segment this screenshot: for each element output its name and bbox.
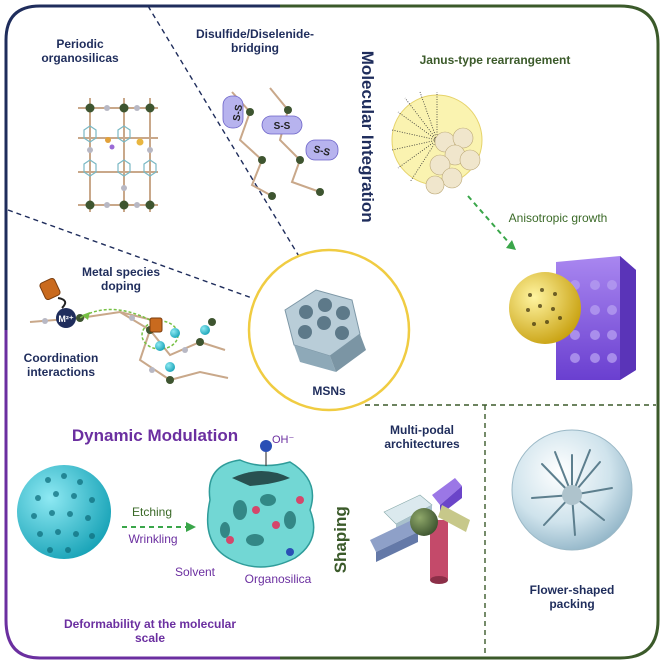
wrinkling-label: Wrinkling <box>128 532 178 546</box>
organosilica-label: Organosilica <box>244 572 312 586</box>
deformability-label: Deformability at the molecular scale <box>63 617 237 645</box>
ss-bond-3 <box>305 139 339 161</box>
metal-ion <box>56 308 76 328</box>
metal-ion-label: M²⁺ <box>58 314 73 324</box>
shaping-title: Shaping <box>331 506 351 574</box>
bridging-label: Disulfide/Diselenide-bridging <box>195 27 315 55</box>
coordination-arrow <box>79 308 151 321</box>
wrinkled-organosilica <box>206 440 315 568</box>
disulfide-bridging-chain: S-S S-S S-S <box>222 87 339 200</box>
janus-rearrangement <box>391 91 516 250</box>
periodic-organosilicas-label: Periodic organosilicas <box>41 37 119 65</box>
msns-hexagonal-particle <box>284 289 366 372</box>
pod-red <box>430 520 448 580</box>
flower-label: Flower-shaped packing <box>529 583 615 611</box>
dynamic-modulation-title: Dynamic Modulation <box>71 426 239 445</box>
molecular-integration-title: Molecular Integration <box>357 50 377 223</box>
outer-frame <box>4 4 660 660</box>
msns-center: MSNs <box>247 248 411 412</box>
janus-particle <box>509 256 636 380</box>
ss-text-1: S-S <box>232 103 246 122</box>
hydroxide-ion <box>260 440 272 452</box>
etching-sphere <box>17 465 111 559</box>
multipodal-architecture <box>370 478 470 584</box>
ss-bond-2 <box>261 115 303 135</box>
hydroxide-label: OH⁻ <box>272 434 295 446</box>
frame-top-left <box>4 4 280 330</box>
frame-bottom-left <box>4 330 280 660</box>
multipodal-label: Multi-podal architectures <box>384 423 460 451</box>
divider-molecular-top <box>147 5 301 259</box>
divider-molecular-left <box>7 209 253 299</box>
metal-cap-icon <box>39 277 61 301</box>
flower-globe <box>511 429 633 551</box>
msns-label: MSNs <box>312 384 346 398</box>
anisotropic-growth-label: Anisotropic growth <box>508 211 608 225</box>
pod-core <box>410 508 438 536</box>
etching-arrow-head <box>186 522 196 532</box>
yellow-sphere <box>509 272 581 344</box>
periodic-organosilica-lattice <box>78 98 158 212</box>
solvent-label: Solvent <box>174 565 216 579</box>
metal-doping-network: M²⁺ <box>29 277 229 384</box>
frame-right <box>280 4 660 660</box>
janus-title: Janus-type rearrangement <box>419 53 571 67</box>
small-micelles <box>425 127 481 195</box>
etching-label: Etching <box>131 505 173 519</box>
metal-doping-label: Metal species doping <box>81 265 161 293</box>
growth-arrow <box>467 195 511 245</box>
ss-text-2: S-S <box>274 121 291 132</box>
dividers <box>7 5 656 656</box>
coordination-label: Coordination interactions <box>23 351 99 379</box>
ss-text-3: S-S <box>312 144 331 159</box>
ss-bond-1 <box>222 95 244 129</box>
